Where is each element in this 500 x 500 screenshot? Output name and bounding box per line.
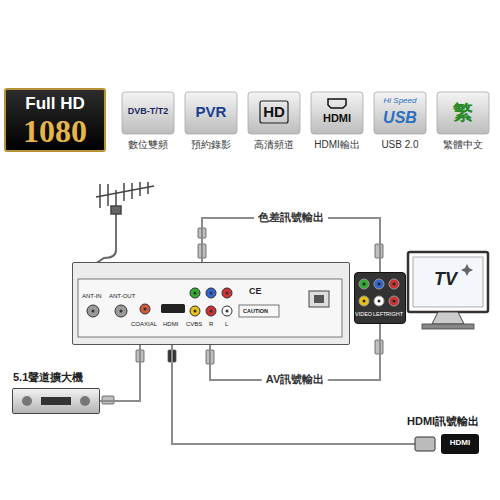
node-text: COAXIAL: [131, 321, 157, 328]
rear-panel: [78, 279, 342, 337]
node-text: TV: [434, 270, 457, 290]
cable-label: 色差訊號輸出: [254, 211, 328, 224]
hdmi-plug-icon: [328, 99, 346, 108]
feature-icon-tile: [374, 92, 426, 134]
node-text: 繁: [437, 101, 489, 123]
rca-jack: [359, 296, 369, 306]
rca-jack: [359, 279, 369, 289]
feature-icon-tile: [122, 92, 174, 134]
node-text: HDMI: [311, 112, 363, 124]
tv-screen: [408, 252, 488, 329]
feature-tile: Hi SpeedUSB USB 2.0: [370, 92, 432, 156]
hdmi-plug: [415, 437, 435, 451]
feature-icon-tile: [311, 92, 363, 134]
node-text: HDMI訊號輸出: [407, 415, 479, 427]
rca-jack: [389, 279, 399, 289]
node-illustration: [355, 273, 405, 325]
node-text: ANT-OUT: [109, 293, 135, 300]
node-text: USB: [374, 109, 426, 127]
node-text: PVR: [185, 104, 237, 121]
node-text: CVBS: [186, 321, 202, 328]
full-hd-logo: Full HD1080: [4, 88, 106, 152]
feature-icon-tile: [437, 92, 489, 134]
signal-cable: [100, 345, 140, 401]
node-text: USB 2.0: [370, 139, 430, 150]
feature-tile: HDMI HDMI輸出: [307, 92, 369, 156]
feature-icon-tile: [185, 92, 237, 134]
node-illustration: [73, 263, 351, 346]
television: TV VIDEOLEFTRIGHT: [352, 250, 492, 335]
node-text: VIDEO: [355, 311, 372, 317]
node-text: CAUTION: [243, 308, 268, 314]
feature-icon-tile: [248, 92, 300, 134]
cable-label: AV訊號輸出: [262, 373, 328, 386]
node-text: Hi Speed: [374, 97, 426, 106]
set-top-box-rear: ANT-IN ANT-OUT COAXIAL HDMI CVBS R L CE CAUTION: [72, 262, 350, 345]
node-text: HDMI輸出: [307, 139, 367, 150]
amp-knob: [22, 396, 32, 406]
node-text: HDMI: [163, 321, 178, 328]
feature-tile: HD 高清頻道: [244, 92, 306, 156]
hdmi-output: HDMI訊號輸出HDMI: [415, 433, 481, 455]
node-text: RIGHT: [386, 311, 403, 317]
node-text: 預約錄影: [181, 139, 241, 150]
signal-cable: [172, 345, 415, 444]
hdmi-port: [441, 434, 479, 454]
node-text: R: [209, 321, 213, 328]
rca-jack: [374, 279, 384, 289]
amplifier: 5.1聲道擴大機: [12, 388, 100, 414]
node-text: DVB-T/T2: [122, 107, 174, 117]
node-illustration: [13, 389, 101, 415]
rca-jack: [389, 296, 399, 306]
feature-tile: DVB-T/T2 數位雙頻: [118, 92, 180, 156]
node-text: L: [225, 321, 228, 328]
feature-tile: 繁繁體中文: [433, 92, 495, 156]
node-text: Full HD: [6, 95, 104, 114]
node-text: 繁體中文: [433, 139, 493, 150]
node-text: CE: [249, 287, 262, 297]
node-text: 高清頻道: [244, 139, 304, 150]
antenna: [92, 182, 154, 266]
node-text: 1080: [6, 114, 104, 149]
node-text: HDMI: [441, 439, 479, 448]
node-text: HD: [248, 104, 300, 121]
node-text: ANT-IN: [82, 293, 102, 300]
tv-jack-panel: VIDEOLEFTRIGHT: [354, 272, 406, 324]
rca-jack: [374, 296, 384, 306]
node-text: LEFT: [373, 311, 386, 317]
feature-tile: PVR 預約錄影: [181, 92, 243, 156]
node-text: 5.1聲道擴大機: [13, 371, 83, 383]
node-text: 數位雙頻: [118, 139, 178, 150]
